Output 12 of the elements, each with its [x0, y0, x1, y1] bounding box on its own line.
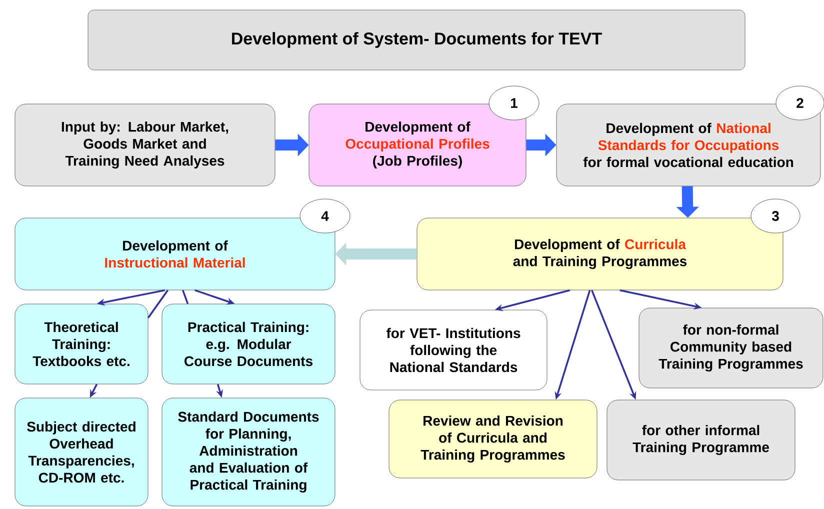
- connector-line: [147, 290, 169, 318]
- title-banner: Development of System- Documents for TEVT: [88, 10, 746, 70]
- process-box: Theoretical Training: Textbooks etc.: [14, 304, 148, 384]
- process-box: for VET- Institutions following the National Standards: [360, 310, 548, 390]
- process-box: Practical Training: e.g. Modular Course Documents: [162, 304, 336, 384]
- process-box: Input by: Labour Market, Goods Market and Training Need Analyses: [14, 104, 276, 186]
- process-box: for non-formal Community based Training Programmes: [638, 308, 824, 388]
- connector-line: [182, 290, 189, 304]
- process-box: for other informal Training Programme: [606, 400, 796, 480]
- process-box: Subject directed Overhead Transparencies, CD-ROM etc.: [14, 398, 148, 506]
- process-box: Review and Revision of Curricula and Training Programmes: [388, 400, 598, 478]
- process-box: Standard Documents for Planning, Administration and Evaluation of Practical Training: [162, 398, 336, 506]
